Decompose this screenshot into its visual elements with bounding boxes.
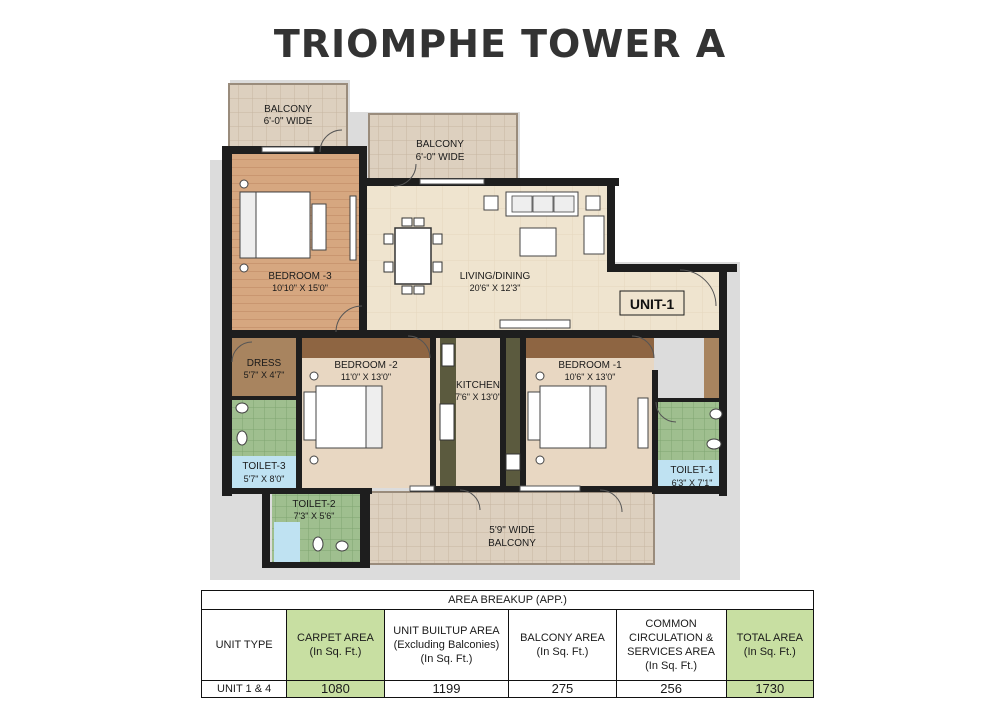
cell-builtup: 1199	[383, 680, 510, 698]
header-total-area: TOTAL AREA (In Sq. Ft.)	[725, 609, 815, 681]
kitchen-size: 7'6" X 13'0"	[455, 392, 501, 402]
toilet-2-size: 7'3" X 5'6"	[294, 511, 335, 521]
unit-label-box	[619, 290, 685, 316]
sofa-set	[483, 191, 605, 257]
balcony-center-name: BALCONY	[416, 139, 464, 150]
table-row: UNIT 1 & 4 1080 1199 275 256 1730	[200, 680, 815, 698]
sink-icon	[505, 453, 521, 471]
balcony-left	[228, 83, 348, 153]
area-breakup-table: AREA BREAKUP (APP.) UNIT TYPE CARPET ARE…	[200, 590, 815, 698]
cell-unit: UNIT 1 & 4	[200, 680, 288, 698]
bed-bedroom-2	[303, 371, 383, 465]
toilet-3-name: TOILET-3	[242, 461, 286, 472]
dress-floor	[232, 338, 296, 398]
bedroom-2-name: BEDROOM -2	[334, 360, 398, 371]
bedroom-3-name: BEDROOM -3	[268, 271, 332, 282]
unit-label: UNIT-1	[630, 296, 675, 312]
bedroom-1-size: 10'6" X 13'0"	[565, 372, 616, 382]
kitchen-name: KITCHEN	[456, 380, 500, 391]
dress-name: DRESS	[247, 358, 282, 369]
dining-table	[383, 217, 443, 295]
page-title: TRIOMPHE TOWER A	[273, 22, 727, 66]
bedroom-2-size: 11'0" X 13'0"	[341, 372, 391, 382]
door-bedroom-3	[335, 305, 363, 333]
living-size: 20'6" X 12'3"	[470, 283, 521, 293]
tv-unit	[499, 319, 571, 329]
bed-bedroom-1	[527, 371, 649, 465]
floor-plan: BALCONY 6'-0" WIDE BALCONY 6'-0" WIDE BE…	[210, 80, 740, 580]
toilet-1-size: 6'3" X 7'1"	[672, 478, 713, 488]
bed-bedroom-3	[239, 179, 327, 273]
balcony-center-size: 6'-0" WIDE	[416, 152, 465, 163]
balcony-bottom-name: BALCONY	[488, 538, 536, 549]
wc-icon	[236, 430, 248, 446]
balcony-center	[368, 113, 518, 187]
balcony-left-size: 6'-0" WIDE	[264, 116, 313, 127]
bedroom-1-name: BEDROOM -1	[558, 360, 622, 371]
cell-total: 1730	[725, 680, 815, 698]
header-carpet-area: CARPET AREA (In Sq. Ft.)	[286, 609, 385, 681]
balcony-left-name: BALCONY	[264, 104, 312, 115]
dress-size: 5'7" X 4'7"	[244, 370, 285, 380]
table-caption: AREA BREAKUP (APP.)	[201, 590, 814, 610]
cell-carpet: 1080	[286, 680, 385, 698]
header-common-area: COMMON CIRCULATION & SERVICES AREA (In S…	[615, 609, 727, 681]
living-name: LIVING/DINING	[460, 271, 531, 282]
bedroom-3-size: 10'10" X 15'0"	[272, 283, 328, 293]
header-builtup-area: UNIT BUILTUP AREA (Excluding Balconies) …	[383, 609, 510, 681]
balcony-bottom-size: 5'9" WIDE	[489, 525, 535, 536]
washbasin-icon	[235, 402, 249, 414]
toilet-3-size: 5'7" X 8'0"	[244, 474, 285, 484]
cell-common: 256	[615, 680, 727, 698]
toilet-1-name: TOILET-1	[670, 465, 714, 476]
hob-icon	[439, 403, 455, 441]
toilet-2-name: TOILET-2	[292, 499, 336, 510]
cell-balcony: 275	[508, 680, 617, 698]
header-balcony-area: BALCONY AREA (In Sq. Ft.)	[508, 609, 617, 681]
header-unit-type: UNIT TYPE	[200, 609, 288, 681]
main-entry-door	[679, 269, 717, 307]
